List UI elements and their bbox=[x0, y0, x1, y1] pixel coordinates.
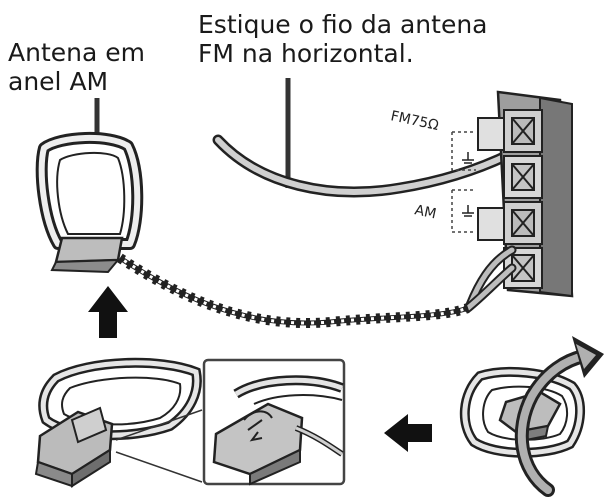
zoom-leader-upper bbox=[115, 409, 203, 441]
terminal-block-1 bbox=[503, 109, 543, 153]
fm-instruction-label-line1: Estique o fio da antena bbox=[198, 10, 488, 39]
zoom-leader-lower bbox=[115, 451, 203, 483]
arrow-left-icon bbox=[384, 414, 432, 452]
fm-instruction-label: Estique o fio da antena FM na horizontal… bbox=[198, 10, 488, 68]
am-lead-wires bbox=[463, 245, 517, 313]
am-antenna-label: Antena em anel AM bbox=[8, 38, 145, 96]
fm-antenna-wire bbox=[212, 134, 528, 198]
am-loop-antenna-standing bbox=[35, 132, 144, 274]
am-antenna-label-line1: Antena em bbox=[8, 38, 145, 67]
arrow-up-icon bbox=[88, 286, 128, 338]
terminal-block-3 bbox=[503, 201, 543, 245]
zoom-detail-box bbox=[202, 358, 346, 486]
am-twisted-cable bbox=[117, 253, 470, 328]
terminal-panel bbox=[451, 90, 574, 298]
terminal-block-2 bbox=[503, 155, 543, 199]
fm-instruction-label-line2: FM na horizontal. bbox=[198, 39, 414, 68]
rotate-arrow-icon bbox=[514, 336, 604, 497]
am-terminal-label: AM bbox=[413, 202, 438, 222]
am-loop-antenna-assembly bbox=[34, 357, 202, 488]
fm-terminal-label: FM75Ω bbox=[389, 108, 440, 134]
am-antenna-label-line2: anel AM bbox=[8, 67, 109, 96]
